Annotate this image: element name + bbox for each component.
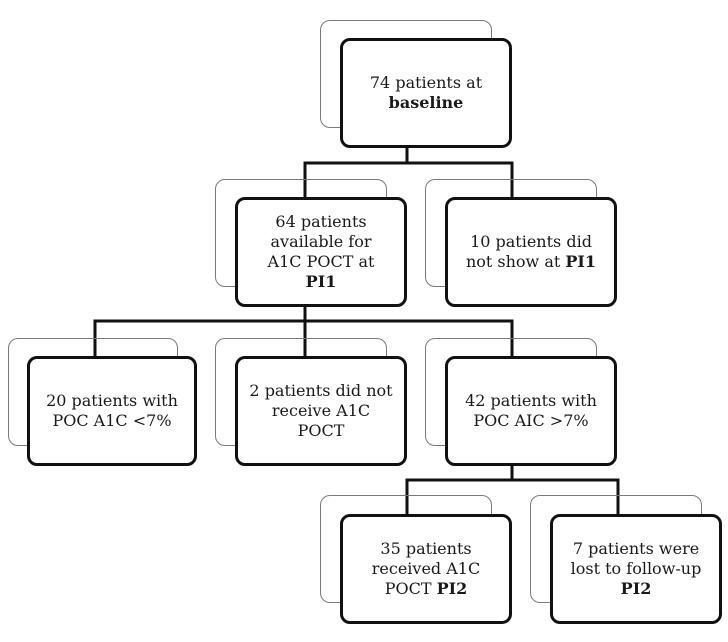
node-available: 64 patients available for A1C POCT at PI…	[235, 197, 407, 307]
node-no-receive-text: 2 patients did not receive A1C POCT	[249, 381, 393, 440]
node-received: 35 patients received A1C POCT PI2	[340, 514, 512, 624]
node-no-show: 10 patients did not show at PI1	[445, 197, 617, 307]
node-available-text: 64 patients available for A1C POCT at PI…	[267, 212, 375, 291]
node-received-text: 35 patients received A1C POCT PI2	[371, 539, 481, 598]
node-above7: 42 patients with POC AIC >7%	[445, 356, 617, 466]
node-below7: 20 patients with POC A1C <7%	[27, 356, 197, 466]
node-above7-text: 42 patients with POC AIC >7%	[465, 391, 597, 430]
node-no-show-text: 10 patients did not show at PI1	[465, 232, 597, 271]
node-below7-text: 20 patients with POC A1C <7%	[46, 391, 178, 430]
node-no-receive: 2 patients did not receive A1C POCT	[235, 356, 407, 466]
